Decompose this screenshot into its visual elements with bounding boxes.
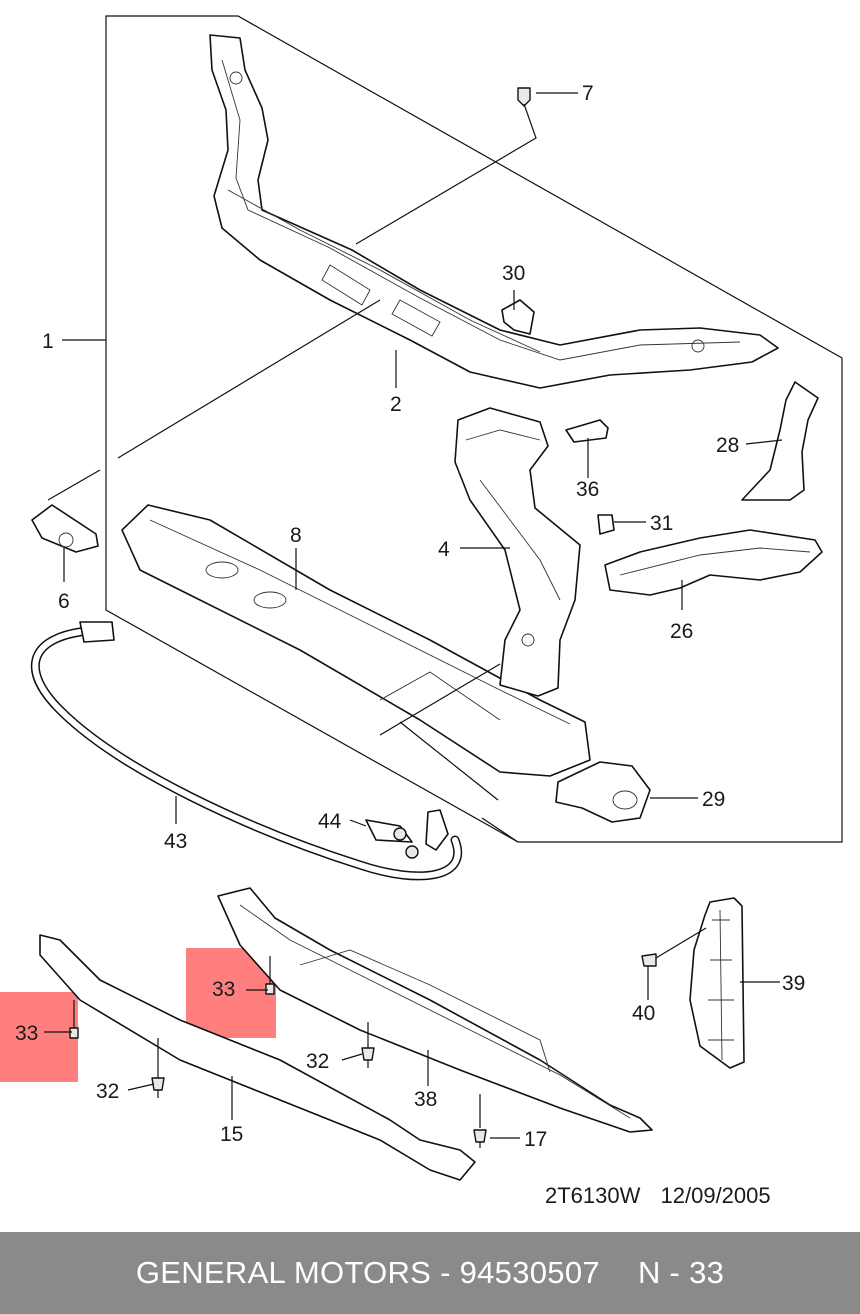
screw-32-b	[151, 1077, 165, 1098]
label-39: 39	[782, 972, 805, 995]
drawing-code: 2T6130W	[545, 1183, 641, 1208]
label-32-b: 32	[96, 1080, 119, 1103]
highlight-box-33-left[interactable]	[0, 992, 78, 1082]
bolt-33-left	[69, 1000, 79, 1039]
clip-31	[597, 514, 615, 535]
label-31: 31	[650, 512, 673, 535]
bracket-6	[31, 504, 99, 553]
label-28: 28	[716, 434, 739, 457]
block-29	[555, 761, 651, 823]
label-8: 8	[290, 524, 302, 547]
label-33-center[interactable]: 33	[212, 978, 235, 1001]
label-2: 2	[390, 393, 402, 416]
label-15: 15	[220, 1123, 243, 1146]
screw-17	[473, 1129, 487, 1148]
screw-32-a	[361, 1047, 375, 1068]
clip-30	[501, 299, 535, 335]
screw-40	[641, 953, 657, 967]
deflector-38	[217, 887, 653, 1133]
lower-panel-15	[39, 934, 476, 1181]
label-6: 6	[58, 590, 70, 613]
nut-44-b	[405, 845, 419, 859]
bracket-28	[741, 381, 819, 501]
label-36: 36	[576, 478, 599, 501]
label-7: 7	[582, 82, 594, 105]
member-26	[604, 529, 823, 596]
bracket-36	[565, 419, 609, 443]
label-29: 29	[702, 788, 725, 811]
bolt-33-center	[265, 956, 275, 995]
side-support-4	[454, 407, 581, 697]
label-32-a: 32	[306, 1050, 329, 1073]
footer-part-number: GENERAL MOTORS - 94530507	[135, 1255, 600, 1290]
footer-bar: GENERAL MOTORS - 94530507 N - 33	[0, 1232, 860, 1314]
label-1: 1	[42, 330, 54, 353]
bolt-7	[517, 87, 531, 107]
parts-diagram: 1 2 7 30 8 4 6 36 31 28 26 29 43 44 33 3…	[0, 15, 843, 1181]
leader-lines	[44, 92, 783, 1139]
label-26: 26	[670, 620, 693, 643]
lower-tie-bar	[121, 504, 591, 777]
label-44: 44	[318, 810, 342, 833]
label-17: 17	[524, 1128, 547, 1151]
label-43: 43	[164, 830, 187, 853]
label-33-left[interactable]: 33	[15, 1022, 38, 1045]
drawing-date: 12/09/2005	[660, 1183, 771, 1208]
nut-44-a	[393, 827, 407, 841]
upper-tie-bar	[209, 34, 779, 389]
label-4: 4	[438, 538, 450, 561]
assembly-outline	[105, 15, 843, 843]
label-30: 30	[502, 262, 525, 285]
footer-reference: N - 33	[637, 1255, 725, 1290]
label-38: 38	[414, 1088, 437, 1111]
air-guide-39	[689, 897, 745, 1069]
drawing-stamp: 2T6130W 12/09/2005	[545, 1183, 771, 1209]
label-40: 40	[632, 1002, 655, 1025]
